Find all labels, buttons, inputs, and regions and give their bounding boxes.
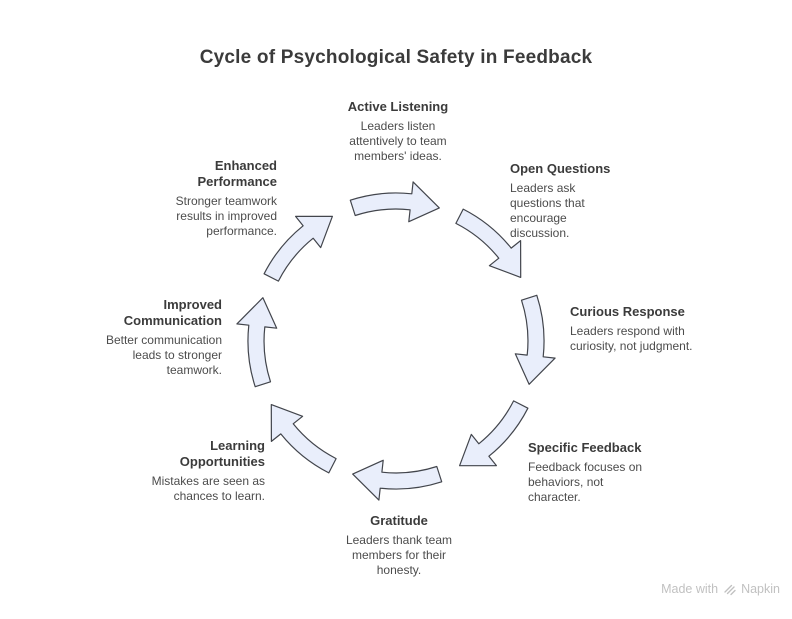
- node-description: Leaders respond with curiosity, not judg…: [570, 324, 693, 353]
- made-with-napkin-watermark: Made with Napkin: [661, 582, 780, 596]
- node-description: Leaders listen attentively to team membe…: [349, 119, 447, 163]
- node-title: Gratitude: [370, 513, 428, 528]
- cycle-arrow-7: [263, 215, 333, 282]
- node-title: Improved Communication: [123, 297, 222, 328]
- node-title: Specific Feedback: [528, 440, 642, 455]
- cycle-node-gratitude: Gratitude Leaders thank team members for…: [336, 513, 462, 578]
- diagram-title: Cycle of Psychological Safety in Feedbac…: [199, 47, 593, 68]
- cycle-node-specific-feedback: Specific Feedback Feedback focuses on be…: [528, 440, 658, 505]
- cycle-arrow-0: [349, 181, 440, 223]
- cycle-node-learning-opportunities: Learning Opportunities Mistakes are seen…: [145, 438, 265, 504]
- node-description: Feedback focuses on behaviors, not chara…: [528, 460, 643, 504]
- napkin-logo-icon: [723, 583, 736, 596]
- watermark-made-with-text: Made with: [661, 582, 719, 596]
- node-description: Better communication leads to stronger t…: [105, 333, 222, 377]
- node-description: Stronger teamwork results in improved pe…: [175, 194, 277, 238]
- cycle-arrow-6: [236, 297, 278, 388]
- cycle-arrow-5: [270, 404, 337, 474]
- cycle-node-active-listening: Active Listening Leaders listen attentiv…: [342, 99, 454, 164]
- node-title: Learning Opportunities: [179, 438, 265, 469]
- watermark-brand-text: Napkin: [741, 582, 780, 596]
- cycle-arrow-4: [352, 459, 443, 501]
- node-description: Leaders thank team members for their hon…: [345, 533, 453, 577]
- cycle-node-improved-communication: Improved Communication Better communicat…: [102, 297, 222, 378]
- cycle-arrow-3: [459, 400, 529, 467]
- node-title: Enhanced Performance: [197, 158, 277, 189]
- node-title: Curious Response: [570, 304, 685, 319]
- cycle-node-enhanced-performance: Enhanced Performance Stronger teamwork r…: [157, 158, 277, 239]
- cycle-node-curious-response: Curious Response Leaders respond with cu…: [570, 304, 700, 354]
- node-description: Mistakes are seen as chances to learn.: [151, 474, 265, 503]
- cycle-node-open-questions: Open Questions Leaders ask questions tha…: [510, 161, 620, 241]
- node-title: Open Questions: [510, 161, 611, 176]
- node-description: Leaders ask questions that encourage dis…: [510, 181, 585, 240]
- cycle-arrow-2: [514, 294, 556, 385]
- cycle-arrow-1: [455, 208, 522, 278]
- node-title: Active Listening: [347, 99, 449, 114]
